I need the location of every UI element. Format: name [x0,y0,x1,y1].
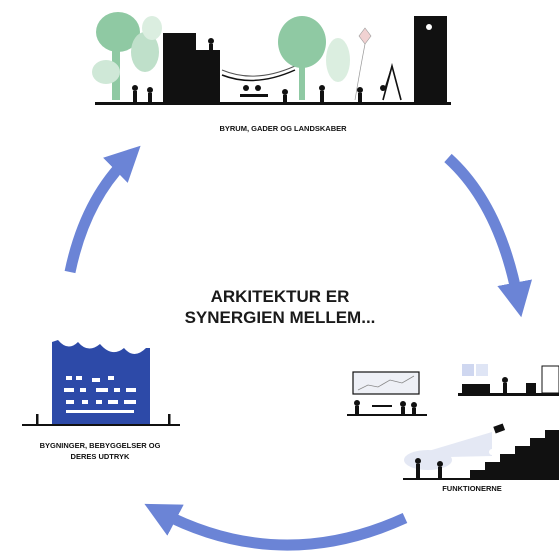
urban-landscape-illustration [92,12,451,105]
left-node-label-line2: DERES UDTRYK [71,452,130,461]
center-title-line1: ARKITEKTUR ER [210,287,350,306]
center-title: ARKITEKTUR ER SYNERGIEN MELLEM... [170,286,390,328]
left-node-label-line1: BYGNINGER, BEBYGGELSER OG [40,441,161,450]
building-illustration [22,340,180,426]
cycle-arrow-left-to-top [64,145,141,274]
top-node-label: BYRUM, GADER OG LANDSKABER [219,124,347,133]
right-node-label: FUNKTIONERNE [442,484,502,493]
functions-illustration [347,364,559,480]
cycle-arrow-right-to-left [144,503,408,551]
cycle-arrow-top-to-right [444,153,533,318]
center-title-line2: SYNERGIEN MELLEM... [184,308,376,327]
